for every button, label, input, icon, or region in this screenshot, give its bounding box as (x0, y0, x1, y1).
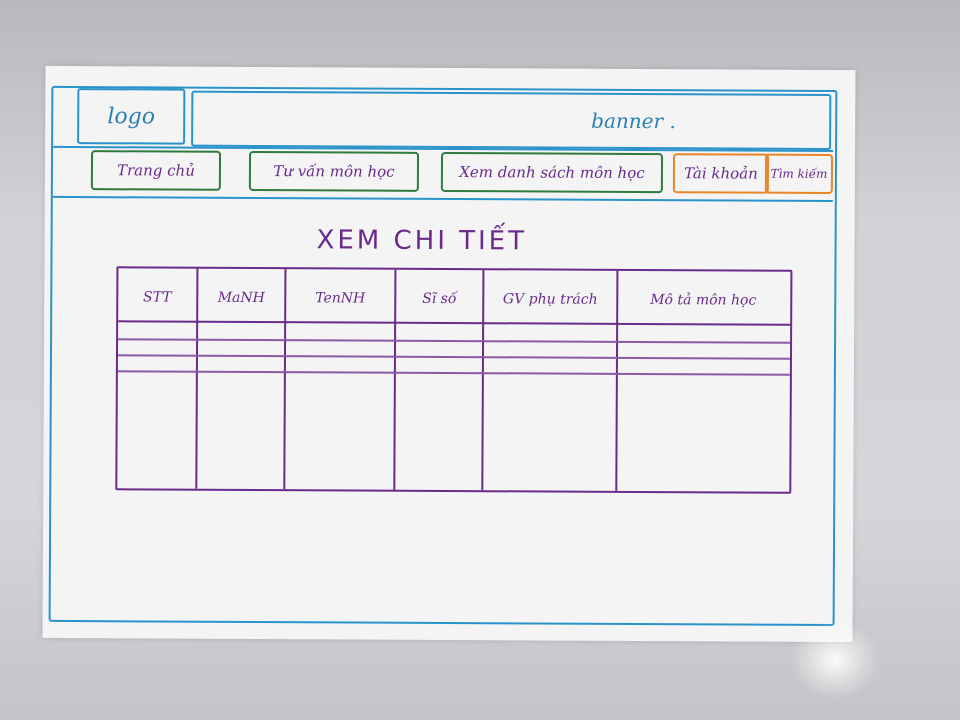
banner-label: banner . (591, 108, 676, 134)
nav-course-advice-label: Tư vấn môn học (273, 162, 395, 181)
page-title: XEM CHI TIẾT (316, 225, 528, 257)
nav-course-list[interactable]: Xem danh sách môn học (440, 151, 664, 194)
banner: banner . (191, 90, 832, 150)
nav-home[interactable]: Trang chủ (90, 150, 222, 191)
nav-search[interactable]: Tìm kiếm (764, 153, 834, 195)
light-glare (790, 620, 880, 700)
table-row (118, 338, 791, 344)
nav-course-advice[interactable]: Tư vấn môn học (248, 150, 420, 192)
nav-account-label: Tài khoản (684, 164, 758, 183)
nav-account[interactable]: Tài khoản (672, 153, 770, 194)
nav-search-label: Tìm kiếm (770, 166, 828, 181)
table-row (117, 370, 790, 376)
column-header-si-so: Sĩ số (422, 290, 457, 308)
logo[interactable]: logo (77, 88, 186, 145)
column-header-stt: STT (142, 289, 172, 306)
detail-table: STT MaNH TenNH Sĩ số GV phụ trách Mô tả … (115, 266, 793, 494)
column-header-tennh: TenNH (315, 290, 366, 307)
header-underline (118, 320, 791, 326)
nav-course-list-label: Xem danh sách môn học (459, 163, 645, 183)
nav-home-label: Trang chủ (116, 161, 195, 180)
column-header-manh: MaNH (217, 289, 265, 307)
sketch-paper: logo banner . Trang chủ Tư vấn môn học X… (42, 65, 856, 643)
logo-label: logo (107, 103, 156, 129)
column-header-gv: GV phụ trách (502, 291, 598, 308)
column-header-mo-ta: Mô tả môn học (650, 292, 757, 309)
table-row (117, 354, 790, 360)
